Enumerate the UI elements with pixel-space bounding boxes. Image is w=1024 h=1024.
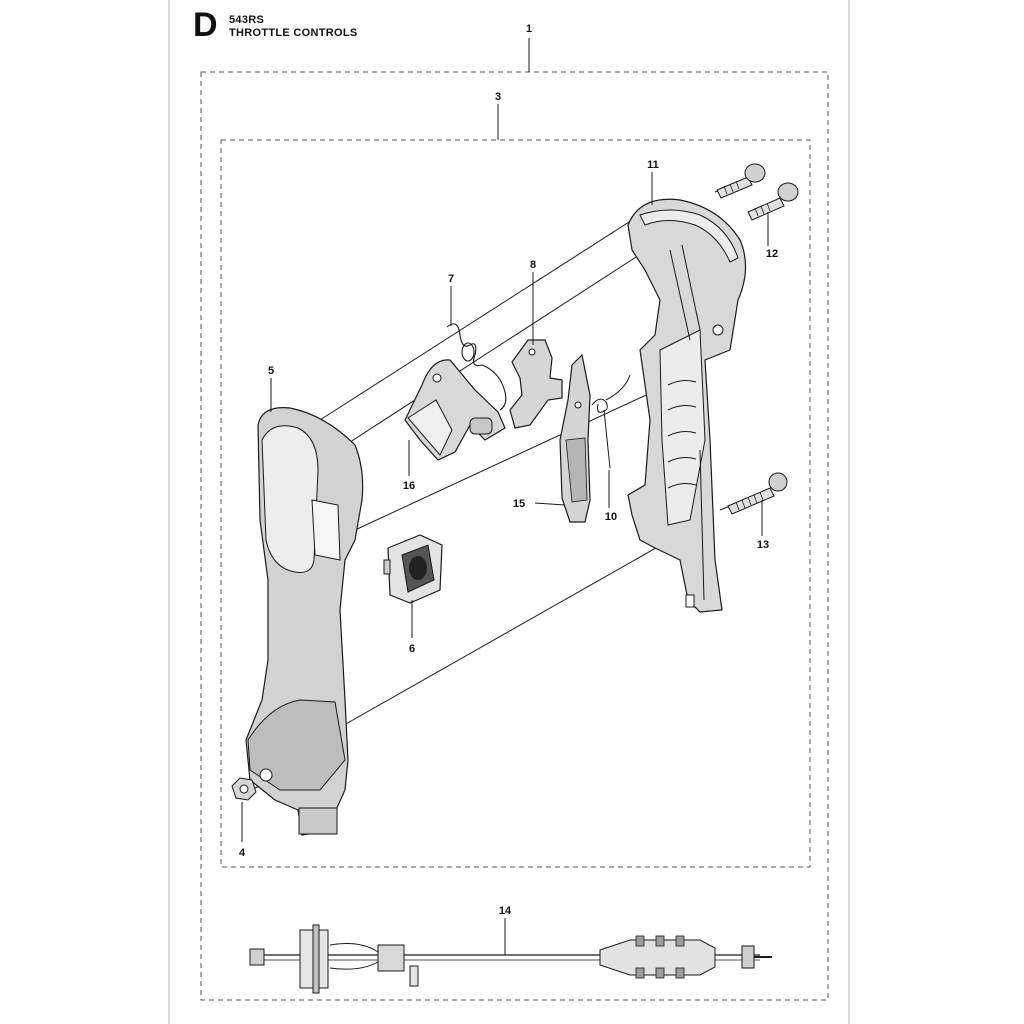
throttle-trigger-8 xyxy=(509,339,563,429)
section-letter: D xyxy=(193,6,218,44)
callout-14: 14 xyxy=(499,905,512,917)
model-number: 543RS xyxy=(229,14,265,26)
nut-4 xyxy=(231,777,257,801)
assembly-frame-inner xyxy=(220,139,811,868)
spring-7 xyxy=(446,323,507,411)
callout-3: 3 xyxy=(495,91,501,103)
callout-8: 8 xyxy=(530,259,536,271)
throttle-cable-14 xyxy=(249,924,772,994)
callout-10: 10 xyxy=(605,511,617,523)
switch-6 xyxy=(383,534,443,604)
lever-15 xyxy=(559,353,591,523)
callout-15: 15 xyxy=(513,498,525,510)
leader-lines xyxy=(241,38,769,955)
callout-6: 6 xyxy=(409,643,415,655)
callout-16: 16 xyxy=(403,480,415,492)
callout-11: 11 xyxy=(647,159,659,171)
callout-12: 12 xyxy=(766,248,778,260)
page-edge-right xyxy=(848,0,850,1024)
callout-5: 5 xyxy=(268,365,274,377)
page-edge-left xyxy=(168,0,170,1024)
spring-10 xyxy=(591,374,631,469)
left-handle-half xyxy=(245,407,364,836)
callout-7: 7 xyxy=(448,273,454,285)
right-handle-half xyxy=(627,198,747,613)
callout-4: 4 xyxy=(239,847,246,859)
section-title: THROTTLE CONTROLS xyxy=(229,27,358,39)
callout-1: 1 xyxy=(526,23,532,35)
callout-13: 13 xyxy=(757,539,769,551)
screw-13 xyxy=(727,472,788,515)
screws-12 xyxy=(716,163,799,221)
trigger-lockout-16 xyxy=(404,359,506,461)
assembly-frame-outer xyxy=(200,71,829,1001)
